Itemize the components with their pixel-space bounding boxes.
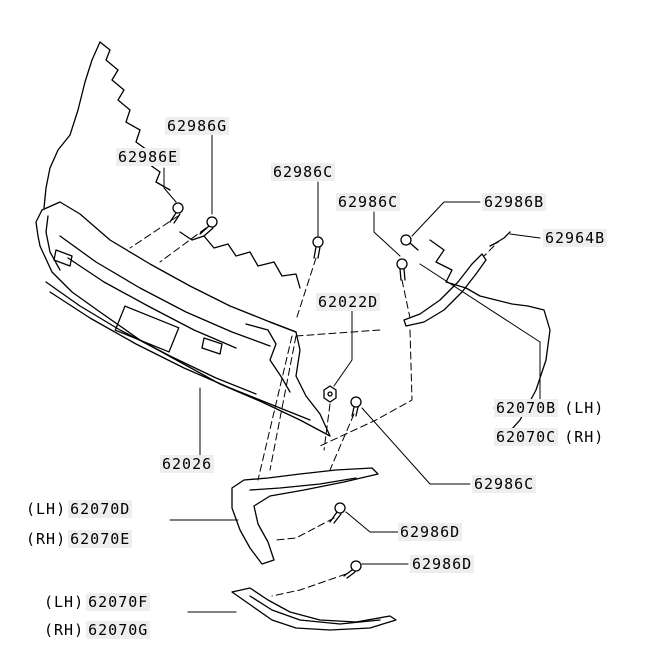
bumper-lower-lip (45, 281, 257, 395)
vehicle-body-break-line (99, 41, 171, 191)
label-62070C: 62070C (494, 428, 559, 446)
rivet-clip-62964B (489, 231, 511, 247)
label-62026: 62026 (160, 455, 215, 473)
assembly-line-4 (401, 279, 411, 319)
label-62070E-row: (RH)62070E (26, 530, 133, 548)
label-62070E-side: (RH) (26, 530, 67, 548)
bumper-right-corner (245, 323, 291, 393)
label-62070B-side: (LH) (564, 399, 605, 417)
leader-62022D (333, 305, 379, 387)
label-62070G-row: (RH)62070G (44, 621, 151, 639)
lower-garnish-inner-line (249, 595, 381, 625)
leader-62986D-a (345, 511, 399, 533)
bumper-upper-edge (41, 201, 297, 333)
bumper-lower-lip-2 (49, 291, 311, 421)
leader-62964B (509, 233, 541, 239)
license-plate-recess (114, 305, 180, 353)
leader-62986E (163, 167, 177, 203)
bolt-62986B (400, 234, 419, 251)
vehicle-panel-line (179, 231, 301, 289)
corner-garnish-inner-line (249, 477, 357, 491)
rear-quarter-panel-outline (429, 239, 551, 439)
bolt-62986C-b (396, 258, 408, 281)
label-62070D-row: (LH)62070D (26, 500, 133, 518)
assembly-line-6 (269, 335, 297, 471)
label-62986G: 62986G (165, 117, 230, 135)
label-62986B: 62986B (482, 193, 547, 211)
bumper-reflector-left (53, 249, 73, 267)
leader-62070B (419, 263, 541, 409)
label-62070G-side: (RH) (44, 621, 85, 639)
garnish-strip-62070B (403, 253, 487, 327)
bolt-62986C-c (350, 396, 362, 417)
label-62022D: 62022D (316, 293, 381, 311)
label-62070F: 62070F (86, 593, 151, 611)
assembly-line-11 (275, 517, 335, 541)
bolt-62986G (199, 216, 218, 237)
assembly-line-12 (271, 573, 347, 597)
bolt-62986D-b (343, 560, 362, 579)
assembly-line-9 (323, 403, 331, 451)
bolt-62986D-a (329, 502, 346, 524)
label-62070C-row: 62070C (RH) (494, 428, 604, 446)
label-62070B: 62070B (494, 399, 559, 417)
label-62986D-b: 62986D (410, 555, 475, 573)
label-62070D-side: (LH) (26, 500, 67, 518)
label-62986D-a: 62986D (398, 523, 463, 541)
bumper-step-panel (59, 235, 271, 347)
label-62070F-row: (LH)62070F (44, 593, 151, 611)
bolt-62986E (169, 202, 184, 224)
label-62070C-side: (RH) (564, 428, 605, 446)
label-62070B-row: 62070B (LH) (494, 399, 604, 417)
label-62986C-mid: 62986C (336, 193, 401, 211)
leader-62986C-b (373, 211, 401, 257)
lower-garnish-62070F (231, 587, 397, 631)
label-62070F-side: (LH) (44, 593, 85, 611)
label-62986E: 62986E (116, 148, 181, 166)
assembly-line-2 (159, 227, 207, 263)
nut-62022D (323, 385, 337, 403)
leader-62986B (411, 201, 481, 237)
assembly-line-5 (483, 245, 495, 257)
assembly-line-8 (319, 329, 413, 447)
assembly-line-13 (295, 329, 381, 337)
label-62070G: 62070G (86, 621, 151, 639)
label-62964B: 62964B (543, 229, 608, 247)
bumper-right-end (269, 321, 331, 437)
vehicle-body-outline (43, 41, 101, 209)
leader-62986C-c (361, 407, 471, 485)
bolt-62986C-a (312, 236, 324, 259)
label-62070E: 62070E (68, 530, 133, 548)
corner-garnish-62070D (231, 467, 379, 565)
assembly-line-1 (129, 215, 179, 249)
bumper-step-panel-inner (67, 257, 237, 349)
bumper-reflector-right (201, 337, 223, 355)
bumper-lower-edge (39, 245, 331, 437)
label-62986C-top: 62986C (271, 163, 336, 181)
assembly-line-10 (329, 413, 355, 471)
label-62070D: 62070D (68, 500, 133, 518)
label-62986C-bottom: 62986C (472, 475, 537, 493)
assembly-line-7 (257, 335, 293, 481)
assembly-line-3 (295, 257, 317, 321)
